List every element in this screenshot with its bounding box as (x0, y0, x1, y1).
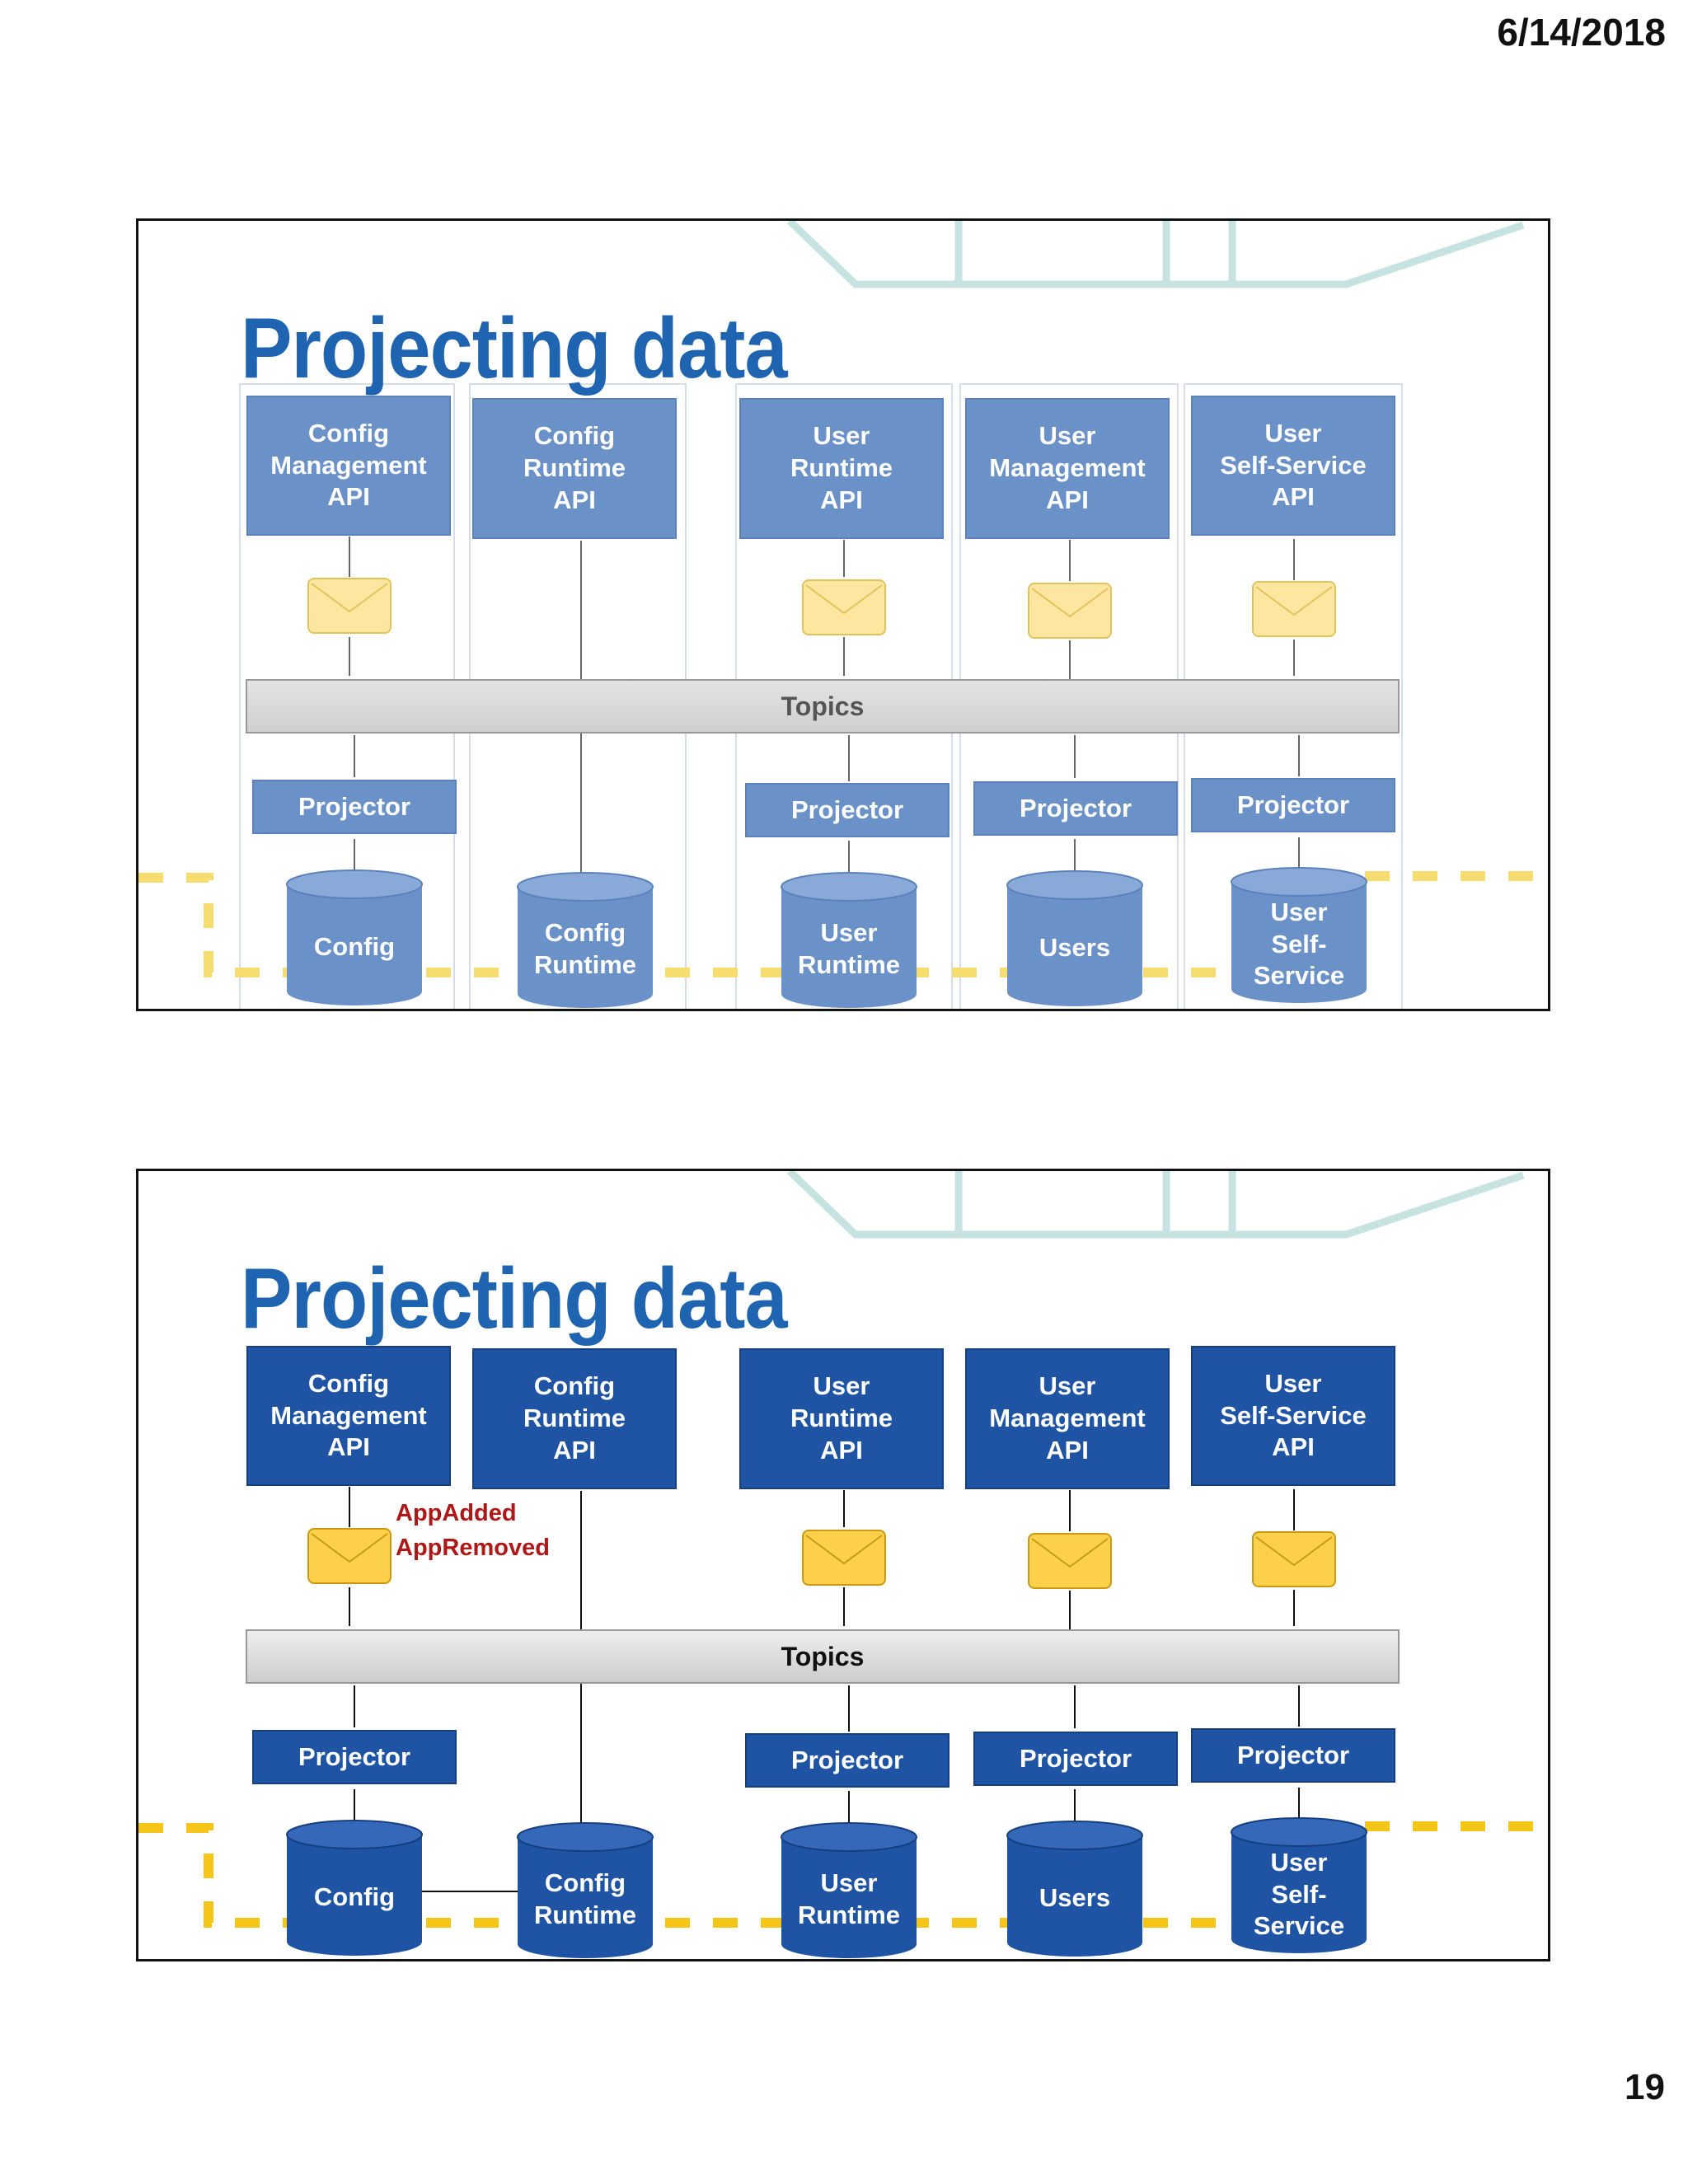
envelope-icon (802, 1530, 886, 1586)
projector-box-config: Projector (252, 1730, 457, 1784)
database-icons (286, 867, 1367, 1008)
envelope-icon (1028, 1533, 1112, 1589)
user-management-api-box: User Management API (965, 398, 1170, 539)
page-date: 6/14/2018 (1497, 11, 1666, 54)
projector-box-user-self-service: Projector (1191, 778, 1395, 832)
database-icon (517, 1822, 654, 1958)
slide-title: Projecting data (241, 301, 788, 396)
projector-box-users: Projector (973, 1732, 1178, 1786)
projector-box-user-self-service: Projector (1191, 1728, 1395, 1783)
config-management-api-box: Config Management API (246, 1346, 451, 1486)
envelope-icons (307, 1528, 1336, 1589)
envelope-icon (1028, 583, 1112, 639)
event-app-removed: AppRemoved (396, 1535, 550, 1562)
config-runtime-api-box: Config Runtime API (472, 398, 677, 539)
topics-bar: Topics (246, 679, 1400, 733)
user-runtime-store-label: User Runtime (798, 1868, 900, 1929)
user-runtime-api-box: User Runtime API (739, 1348, 944, 1489)
database-icon (1231, 1817, 1367, 1953)
decor-lines (786, 1171, 1525, 1239)
users-store-label: Users (1039, 1882, 1111, 1912)
config-runtime-store-label: Config Runtime (534, 1868, 636, 1929)
topics-bar: Topics (246, 1629, 1400, 1684)
database-icon (781, 1822, 917, 1958)
slide-title: Projecting data (241, 1251, 788, 1347)
user-management-api-box: User Management API (965, 1348, 1170, 1489)
envelope-icon (1252, 581, 1336, 637)
projector-box-user-runtime: Projector (745, 1733, 950, 1788)
slide-projecting-data-faded: Projecting data Config Management API Co… (136, 218, 1550, 1011)
page-number: 19 (1625, 2067, 1665, 2107)
user-runtime-api-box: User Runtime API (739, 398, 944, 539)
slide-2-connectors (138, 1171, 1540, 1958)
decor-lines (786, 221, 1525, 288)
config-store-label: Config (313, 931, 396, 961)
config-runtime-api-box: Config Runtime API (472, 1348, 677, 1489)
envelope-icons (307, 578, 1336, 639)
envelope-icon (307, 1528, 392, 1584)
user-self-service-store-label: User Self- Service (1253, 1847, 1345, 1941)
database-icons (286, 1817, 1367, 1958)
envelope-icon (307, 578, 392, 634)
envelope-icon (802, 579, 886, 635)
database-icon (781, 872, 917, 1008)
event-names: AppAdded AppRemoved (396, 1496, 550, 1565)
envelope-icon (1252, 1531, 1336, 1587)
slide-projecting-data: Projecting data Config Management API Co… (136, 1169, 1550, 1961)
database-icon (286, 869, 423, 1005)
config-management-api-box: Config Management API (246, 396, 451, 536)
user-self-service-api-box: User Self-Service API (1191, 396, 1395, 536)
user-self-service-api-box: User Self-Service API (1191, 1346, 1395, 1486)
event-app-added: AppAdded (396, 1500, 517, 1526)
database-icon (517, 872, 654, 1008)
user-runtime-store-label: User Runtime (798, 918, 900, 979)
database-icon (286, 1820, 423, 1956)
config-store-label: Config (313, 1882, 396, 1911)
config-runtime-store-label: Config Runtime (534, 918, 636, 979)
database-icon (1006, 1821, 1143, 1957)
projector-box-config: Projector (252, 780, 457, 834)
projector-box-users: Projector (973, 781, 1178, 836)
users-store-label: Users (1039, 932, 1111, 962)
projector-box-user-runtime: Projector (745, 783, 950, 837)
user-self-service-store-label: User Self- Service (1253, 897, 1345, 991)
database-icon (1006, 870, 1143, 1006)
database-icon (1231, 867, 1367, 1003)
